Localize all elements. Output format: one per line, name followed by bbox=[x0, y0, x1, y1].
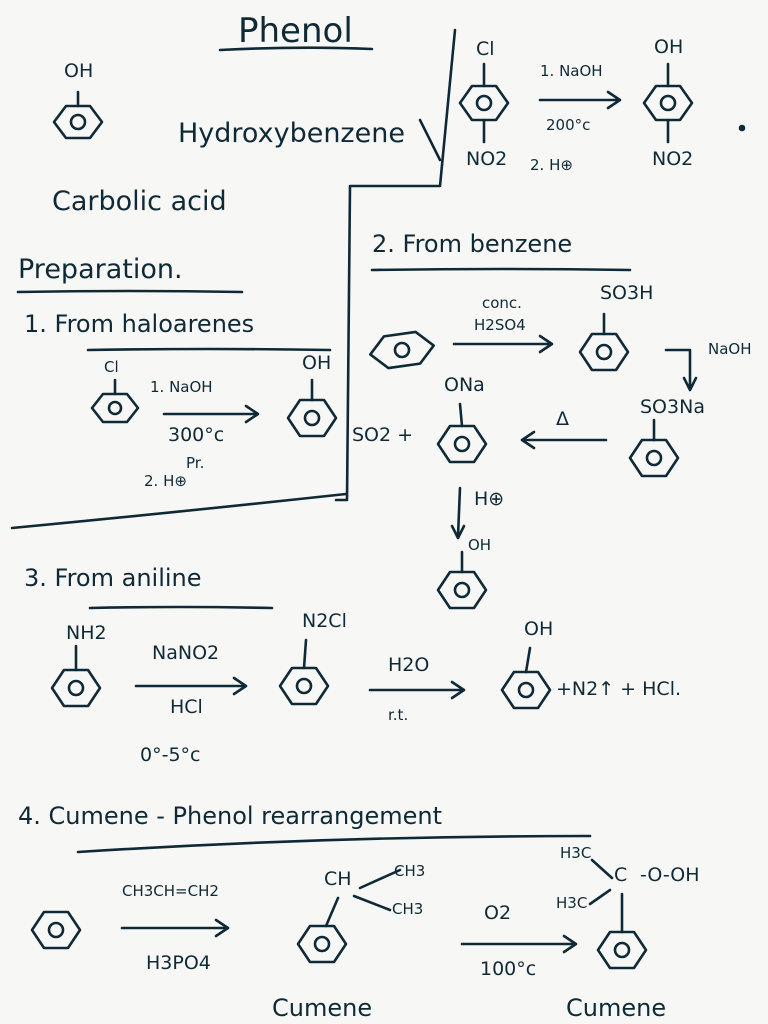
m2-oh-label: OH bbox=[468, 536, 492, 554]
m2-ona-label: ONa bbox=[444, 374, 485, 396]
m4-cumene2-label: Cumene bbox=[566, 994, 667, 1022]
m2-naoh-label: NaOH bbox=[708, 340, 752, 358]
top-cl-label: Cl bbox=[476, 38, 495, 60]
benzene-ring-m3-phenol bbox=[500, 646, 552, 710]
m1-temp-label: 300°c bbox=[168, 424, 225, 446]
benzene-ring-m1-right bbox=[286, 378, 338, 438]
title-underline bbox=[218, 46, 374, 52]
top-no2-right-label: NO2 bbox=[652, 148, 694, 170]
m4-ch-label: CH bbox=[324, 868, 352, 890]
m1-pressure-label: Pr. bbox=[186, 454, 205, 472]
m3-products-label: +N2↑ + HCl. bbox=[556, 678, 682, 700]
m4-o2-label: O2 bbox=[484, 902, 512, 924]
top-temp-label: 200°c bbox=[546, 116, 591, 134]
m2-hplus-label: H⊕ bbox=[474, 488, 505, 510]
benzene-ring-m3-diazonium bbox=[278, 638, 330, 706]
top-no2-left-label: NO2 bbox=[466, 148, 508, 170]
arrow-m2-sulfonation bbox=[452, 334, 554, 354]
benzene-ring-m4-hydroperoxide bbox=[588, 858, 648, 970]
top-right-slant bbox=[418, 118, 442, 162]
m3-temp-label: 0°-5°c bbox=[140, 744, 201, 766]
haloarenes-underline bbox=[86, 347, 332, 352]
arrow-m4-oxidation bbox=[460, 934, 578, 954]
top-dot bbox=[738, 124, 746, 132]
m4-ooh-label: -O-OH bbox=[640, 864, 700, 886]
intro-name-carbolic-acid: Carbolic acid bbox=[52, 186, 227, 217]
m4-h3po4-label: H3PO4 bbox=[146, 952, 211, 974]
benzene-ring-m2-so3h bbox=[578, 312, 630, 372]
m4-ch3b-label: CH3 bbox=[392, 900, 424, 918]
benzene-ring-m4-cumene bbox=[296, 868, 402, 964]
arrow-top-reaction bbox=[538, 90, 622, 110]
benzene-ring-top-right bbox=[642, 62, 694, 144]
m2-h2so4-label: H2SO4 bbox=[474, 316, 526, 334]
page-title: Phenol bbox=[238, 11, 353, 51]
preparation-underline bbox=[16, 289, 244, 294]
m2-so3na-label: SO3Na bbox=[640, 396, 705, 418]
m4-propene-label: CH3CH=CH2 bbox=[122, 882, 219, 900]
m3-nh2-label: NH2 bbox=[66, 622, 107, 644]
benzene-ring-top-left bbox=[458, 62, 510, 144]
m3-oh-label: OH bbox=[524, 618, 554, 640]
m2-so3h-label: SO3H bbox=[600, 282, 654, 304]
m4-c-label: C bbox=[614, 864, 628, 886]
top-oh-label: OH bbox=[654, 36, 684, 58]
benzene-ring-m2-phenol bbox=[436, 550, 488, 610]
benzene-ring-m2-start bbox=[369, 330, 435, 370]
m3-hcl-label: HCl bbox=[170, 696, 203, 718]
m4-cumene1-label: Cumene bbox=[272, 994, 373, 1022]
section-separator bbox=[10, 492, 348, 530]
benzene-ring-intro bbox=[52, 90, 104, 140]
m2-so2-label: SO2 + bbox=[352, 424, 414, 446]
m1-step2-label: 2. H⊕ bbox=[144, 472, 187, 490]
method3-heading: 3. From aniline bbox=[24, 564, 202, 592]
method1-heading: 1. From haloarenes bbox=[24, 310, 255, 338]
method2-heading: 2. From benzene bbox=[372, 230, 573, 258]
arrow-m2-acid bbox=[450, 486, 466, 540]
intro-oh-label: OH bbox=[64, 60, 94, 82]
arrow-m4-alkylation bbox=[120, 918, 230, 938]
m4-ch3a-label: CH3 bbox=[394, 862, 426, 880]
m3-n2cl-label: N2Cl bbox=[302, 610, 347, 632]
benzene-ring-m1-left bbox=[90, 378, 140, 424]
benzene-ring-m2-ona bbox=[436, 402, 488, 464]
m4-h3c2-label: H3C bbox=[556, 894, 588, 912]
m4-h3c1-label: H3C bbox=[560, 844, 592, 862]
m3-rt-label: r.t. bbox=[388, 706, 409, 724]
benzene-ring-m3-aniline bbox=[50, 644, 102, 708]
preparation-heading: Preparation. bbox=[18, 254, 183, 285]
m2-delta-label: Δ bbox=[556, 408, 569, 430]
m3-h2o-label: H2O bbox=[388, 654, 430, 676]
m3-nano2-label: NaNO2 bbox=[152, 642, 220, 664]
m1-step1-label: 1. NaOH bbox=[150, 378, 213, 396]
arrow-m3-diazotization bbox=[134, 676, 248, 696]
m2-conc-label: conc. bbox=[482, 294, 522, 312]
top-right-divider bbox=[334, 28, 457, 502]
aniline-underline bbox=[88, 605, 274, 610]
arrow-m2-naoh bbox=[664, 348, 698, 392]
arrow-m1 bbox=[162, 404, 260, 424]
arrow-m2-fusion bbox=[520, 430, 608, 450]
benzene-ring-m2-so3na bbox=[628, 418, 680, 478]
m4-temp-label: 100°c bbox=[480, 958, 537, 980]
m1-cl-label: Cl bbox=[104, 358, 119, 376]
cumene-underline bbox=[76, 834, 592, 854]
benzene-ring-m4-benzene bbox=[30, 910, 82, 950]
benzene-underline bbox=[370, 267, 632, 272]
top-step2-label: 2. H⊕ bbox=[530, 156, 573, 174]
m1-oh-label: OH bbox=[302, 352, 332, 374]
arrow-m3-hydrolysis bbox=[368, 680, 466, 700]
intro-name-hydroxybenzene: Hydroxybenzene bbox=[178, 118, 405, 149]
top-step1-label: 1. NaOH bbox=[540, 62, 603, 80]
method4-heading: 4. Cumene - Phenol rearrangement bbox=[18, 802, 442, 830]
